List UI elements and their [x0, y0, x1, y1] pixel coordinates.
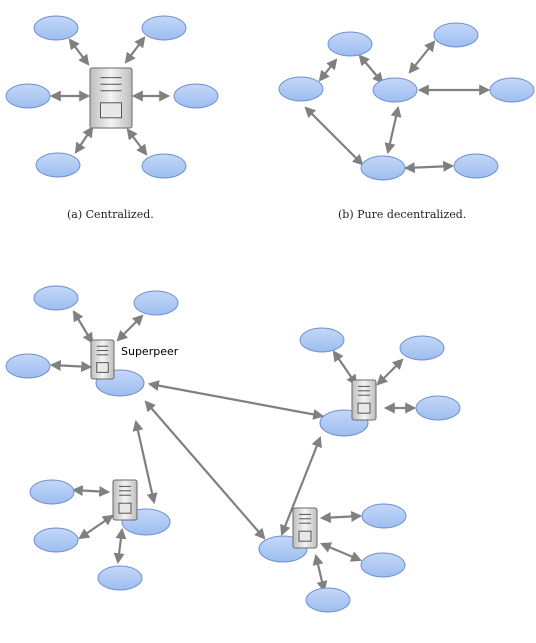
- bidirectional-arrow: [408, 40, 436, 74]
- peer-node: [97, 565, 143, 591]
- bidirectional-arrow: [312, 553, 328, 593]
- peer-nodes-layer: [5, 15, 535, 613]
- peer-node: [33, 285, 79, 311]
- peer-node: [141, 15, 187, 41]
- bidirectional-arrow: [49, 359, 93, 373]
- peer-node: [361, 503, 407, 529]
- server-drive: [118, 502, 132, 514]
- peer-node: [360, 155, 406, 181]
- peer-node: [372, 77, 418, 103]
- peer-node: [141, 153, 187, 179]
- bidirectional-arrow: [332, 350, 358, 386]
- peer-node: [433, 22, 479, 48]
- bidirectional-arrow: [132, 419, 158, 505]
- caption-centralized: (a) Centralized.: [67, 208, 154, 221]
- bidirectional-arrow: [113, 527, 127, 565]
- bidirectional-arrow: [68, 38, 90, 66]
- server-drive: [96, 362, 109, 373]
- superpeer-label: Superpeer: [121, 345, 179, 358]
- server-drive: [298, 530, 312, 542]
- servers-layer: [89, 67, 377, 549]
- bidirectional-arrow: [319, 542, 363, 562]
- server-icon: [292, 507, 318, 549]
- bidirectional-arrow: [72, 310, 94, 344]
- peer-node: [29, 479, 75, 505]
- bidirectional-arrow: [116, 314, 144, 342]
- peer-node: [453, 153, 499, 179]
- peer-node: [299, 327, 345, 353]
- bidirectional-arrow: [74, 126, 94, 154]
- bidirectional-arrow: [403, 160, 455, 174]
- peer-node: [278, 76, 324, 102]
- peer-node: [327, 31, 373, 57]
- server-icon: [89, 67, 133, 129]
- bidirectional-arrow: [147, 380, 325, 420]
- peer-node: [133, 290, 179, 316]
- bidirectional-arrow: [280, 435, 322, 537]
- peer-node: [5, 353, 51, 379]
- bidirectional-arrow: [376, 358, 404, 386]
- bidirectional-arrow: [384, 105, 402, 155]
- peer-node: [399, 335, 445, 361]
- server-icon: [112, 479, 138, 521]
- bidirectional-arrow: [78, 514, 114, 540]
- bidirectional-arrow: [126, 128, 148, 156]
- bidirectional-arrow: [318, 58, 338, 82]
- caption-pure-decentralized: (b) Pure decentralized.: [338, 208, 467, 221]
- bidirectional-arrow: [144, 400, 266, 540]
- bidirectional-arrow: [319, 510, 363, 524]
- peer-node: [305, 587, 351, 613]
- bidirectional-arrow: [71, 485, 111, 497]
- bidirectional-arrow: [124, 36, 146, 64]
- peer-node: [35, 152, 81, 178]
- peer-node: [173, 83, 219, 109]
- peer-node: [33, 527, 79, 553]
- bidirectional-arrow: [304, 106, 364, 166]
- server-drive: [100, 102, 122, 119]
- peer-node: [5, 83, 51, 109]
- peer-node: [489, 77, 535, 103]
- peer-node: [415, 395, 461, 421]
- server-drive: [357, 402, 371, 414]
- connections-layer: [49, 36, 491, 593]
- bidirectional-arrow: [358, 54, 384, 84]
- server-body: [89, 67, 133, 129]
- peer-node: [33, 15, 79, 41]
- server-icon: [90, 339, 115, 380]
- peer-node: [360, 552, 406, 578]
- server-icon: [351, 379, 377, 421]
